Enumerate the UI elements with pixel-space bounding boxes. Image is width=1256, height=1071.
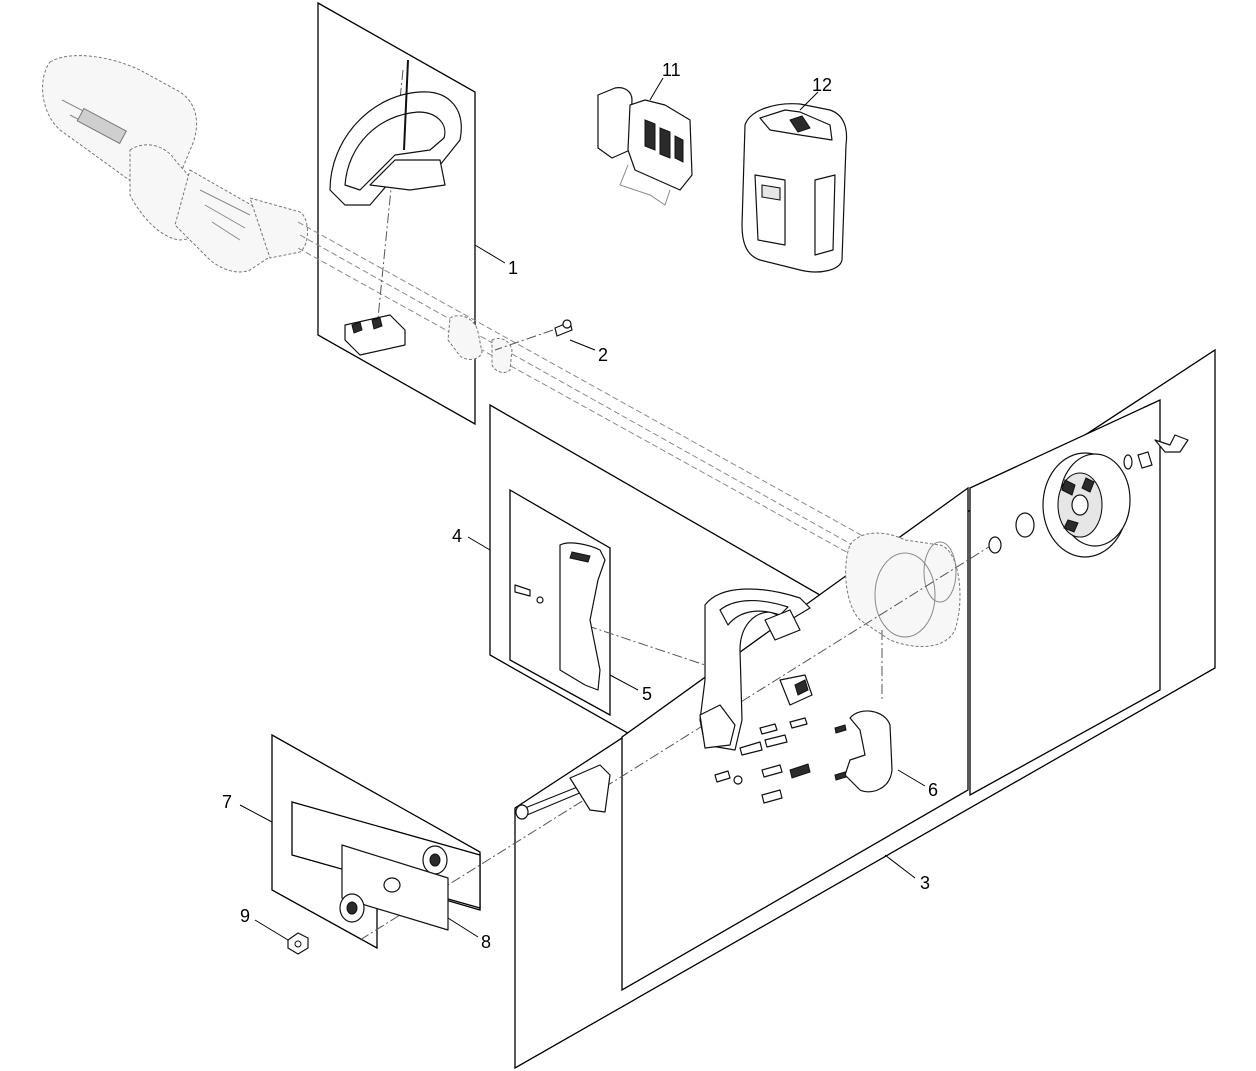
leader-7 [239, 804, 273, 823]
trimmer-power-head-ghost [42, 55, 961, 648]
guard-screws [714, 717, 811, 804]
callout-1: 1 [508, 258, 518, 278]
leader-3 [884, 854, 916, 879]
deflector-plate-part [514, 542, 606, 691]
callout-9: 9 [240, 906, 250, 926]
assist-handle-part [329, 59, 462, 356]
leader-9 [254, 919, 289, 941]
leader-11 [649, 77, 664, 101]
wheel-part [1042, 452, 1131, 558]
blade-part-8 [341, 844, 449, 931]
callout-8: 8 [481, 932, 491, 952]
screw-part-2 [554, 319, 573, 337]
charger-part [597, 87, 693, 206]
callout-12: 12 [812, 75, 832, 95]
leader-4 [467, 536, 491, 551]
leader-6 [897, 769, 926, 787]
leader-12 [799, 91, 819, 111]
callout-6: 6 [928, 780, 938, 800]
nut-part-9 [287, 932, 309, 955]
callout-5: 5 [642, 684, 652, 704]
knob-bolt-part [515, 764, 611, 820]
callout-7: 7 [222, 792, 232, 812]
callout-2: 2 [598, 345, 608, 365]
battery-part [741, 103, 848, 273]
leader-1 [474, 244, 506, 264]
leader-5 [609, 674, 639, 691]
callout-3: 3 [920, 873, 930, 893]
leader-2 [569, 339, 596, 351]
washer-part [339, 893, 365, 923]
small-guard-part [834, 710, 893, 793]
callout-11: 11 [662, 60, 681, 80]
callout-4: 4 [452, 526, 462, 546]
guard-part [699, 588, 813, 751]
panel-assembly-1 [317, 1, 476, 426]
spacer-washer-7 [422, 845, 448, 875]
wheel-hardware [988, 434, 1189, 554]
leader-8 [447, 917, 479, 938]
axis-line-guard [569, 619, 721, 671]
